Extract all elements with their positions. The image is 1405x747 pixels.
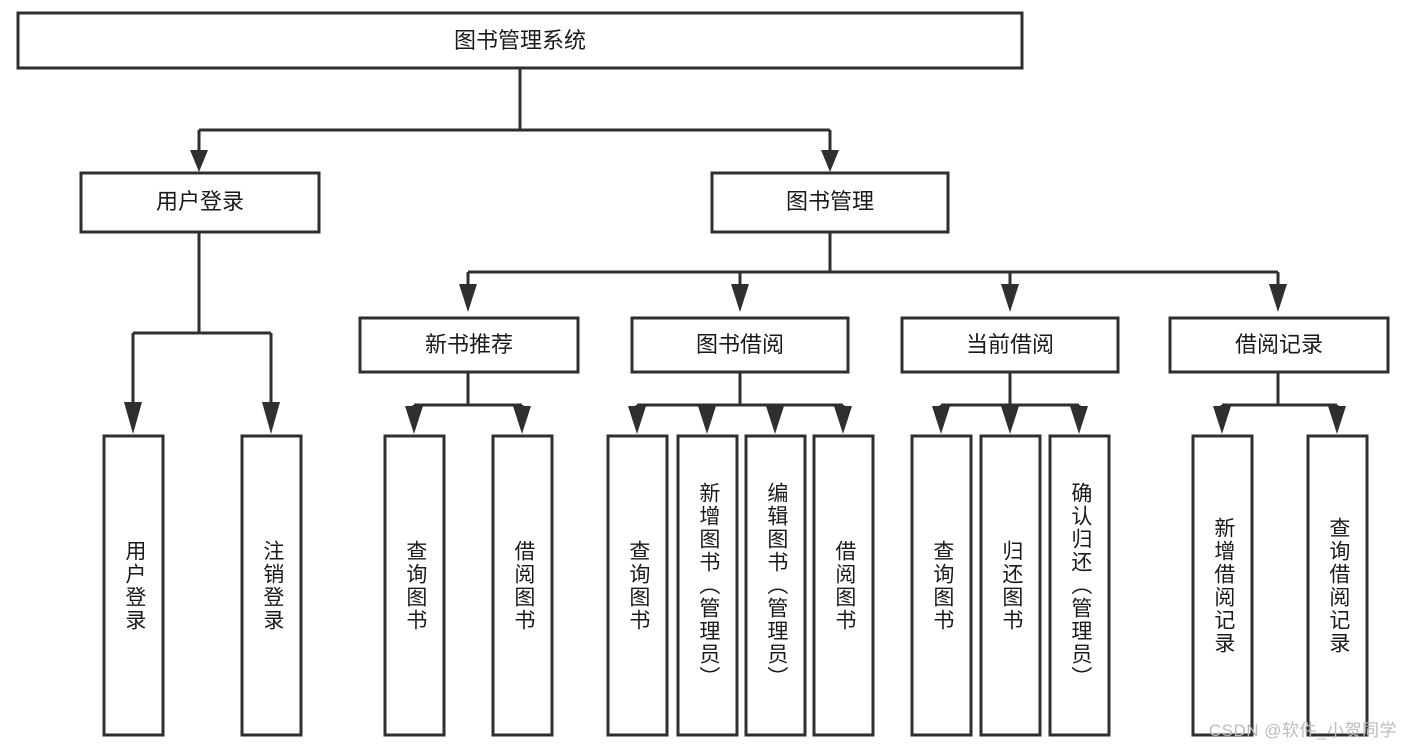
node-box-user-login[interactable] <box>79 171 321 234</box>
node-box-leaf-current-borrow-2[interactable] <box>979 434 1042 737</box>
node-box-current-borrow[interactable] <box>900 316 1120 374</box>
arrow-book-mgmt-to-borrow <box>731 284 749 312</box>
node-box-root[interactable] <box>16 11 1024 70</box>
node-label-root: 图书管理系统 <box>454 28 586 53</box>
arrow-root-to-user-login <box>190 150 208 172</box>
arrow-new-book-leaf-2 <box>513 406 531 434</box>
node-box-leaf-book-borrow-3[interactable] <box>744 434 807 737</box>
arrow-new-book-leaf-1 <box>405 406 423 434</box>
arrow-current-leaf-3 <box>1070 406 1088 434</box>
node-label-current-borrow: 当前借阅 <box>966 332 1054 357</box>
leaf-label-user-login-1: 用户登录 <box>122 539 146 632</box>
node-box-leaf-borrow-record-2[interactable] <box>1306 434 1369 737</box>
node-box-leaf-book-borrow-2[interactable] <box>676 434 739 737</box>
node-box-book-borrow[interactable] <box>630 316 850 374</box>
arrow-user-login-leaf-1 <box>124 402 142 434</box>
node-box-leaf-user-login-1[interactable] <box>102 434 165 737</box>
node-box-leaf-new-book-2[interactable] <box>491 434 554 737</box>
arrow-borrow-leaf-3 <box>766 406 784 434</box>
node-label-book-management: 图书管理 <box>786 189 874 214</box>
arrow-book-mgmt-to-current <box>1001 284 1019 312</box>
node-box-leaf-current-borrow-1[interactable] <box>910 434 973 737</box>
node-box-book-management[interactable] <box>710 171 950 234</box>
leaf-label-new-book-2: 借阅图书 <box>511 539 535 632</box>
node-label-book-borrow: 图书借阅 <box>696 332 784 357</box>
arrow-record-leaf-2 <box>1328 406 1346 434</box>
arrow-borrow-leaf-1 <box>628 406 646 434</box>
node-label-borrow-record: 借阅记录 <box>1235 332 1323 357</box>
arrow-borrow-leaf-2 <box>698 406 716 434</box>
node-box-leaf-book-borrow-1[interactable] <box>606 434 669 737</box>
arrow-record-leaf-1 <box>1213 406 1231 434</box>
node-box-leaf-user-login-2[interactable] <box>240 434 303 737</box>
leaf-label-book-borrow-3: 编辑图书（管理员） <box>764 482 788 689</box>
node-box-leaf-new-book-1[interactable] <box>383 434 446 737</box>
arrow-current-leaf-2 <box>1001 406 1019 434</box>
arrow-borrow-leaf-4 <box>834 406 852 434</box>
arrow-book-mgmt-to-new-book <box>459 284 477 312</box>
node-label-new-book-recommend: 新书推荐 <box>425 332 513 357</box>
node-box-leaf-book-borrow-4[interactable] <box>812 434 875 737</box>
csdn-watermark: CSDN @软件_小贺同学 <box>1208 721 1397 740</box>
node-box-leaf-current-borrow-3[interactable] <box>1048 434 1111 737</box>
node-label-user-login: 用户登录 <box>156 189 244 214</box>
leaf-label-book-borrow-4: 借阅图书 <box>832 539 856 632</box>
leaf-label-borrow-record-2: 查询借阅记录 <box>1326 516 1350 655</box>
node-box-new-book-recommend[interactable] <box>358 316 580 374</box>
leaf-label-current-borrow-2: 归还图书 <box>999 539 1023 632</box>
leaf-label-user-login-2: 注销登录 <box>260 539 284 632</box>
arrow-current-leaf-1 <box>932 406 950 434</box>
node-box-borrow-record[interactable] <box>1168 316 1390 374</box>
leaf-label-current-borrow-1: 查询图书 <box>930 539 954 632</box>
leaf-label-borrow-record-1: 新增借阅记录 <box>1211 516 1235 655</box>
arrow-book-mgmt-to-record <box>1269 284 1287 312</box>
leaf-label-new-book-1: 查询图书 <box>403 539 427 632</box>
arrow-user-login-leaf-2 <box>262 402 280 434</box>
node-box-leaf-borrow-record-1[interactable] <box>1191 434 1254 737</box>
leaf-label-book-borrow-1: 查询图书 <box>626 539 650 632</box>
leaf-label-book-borrow-2: 新增图书（管理员） <box>696 482 720 689</box>
arrow-root-to-book-mgmt <box>821 150 839 172</box>
leaf-label-current-borrow-3: 确认归还（管理员） <box>1068 482 1092 689</box>
